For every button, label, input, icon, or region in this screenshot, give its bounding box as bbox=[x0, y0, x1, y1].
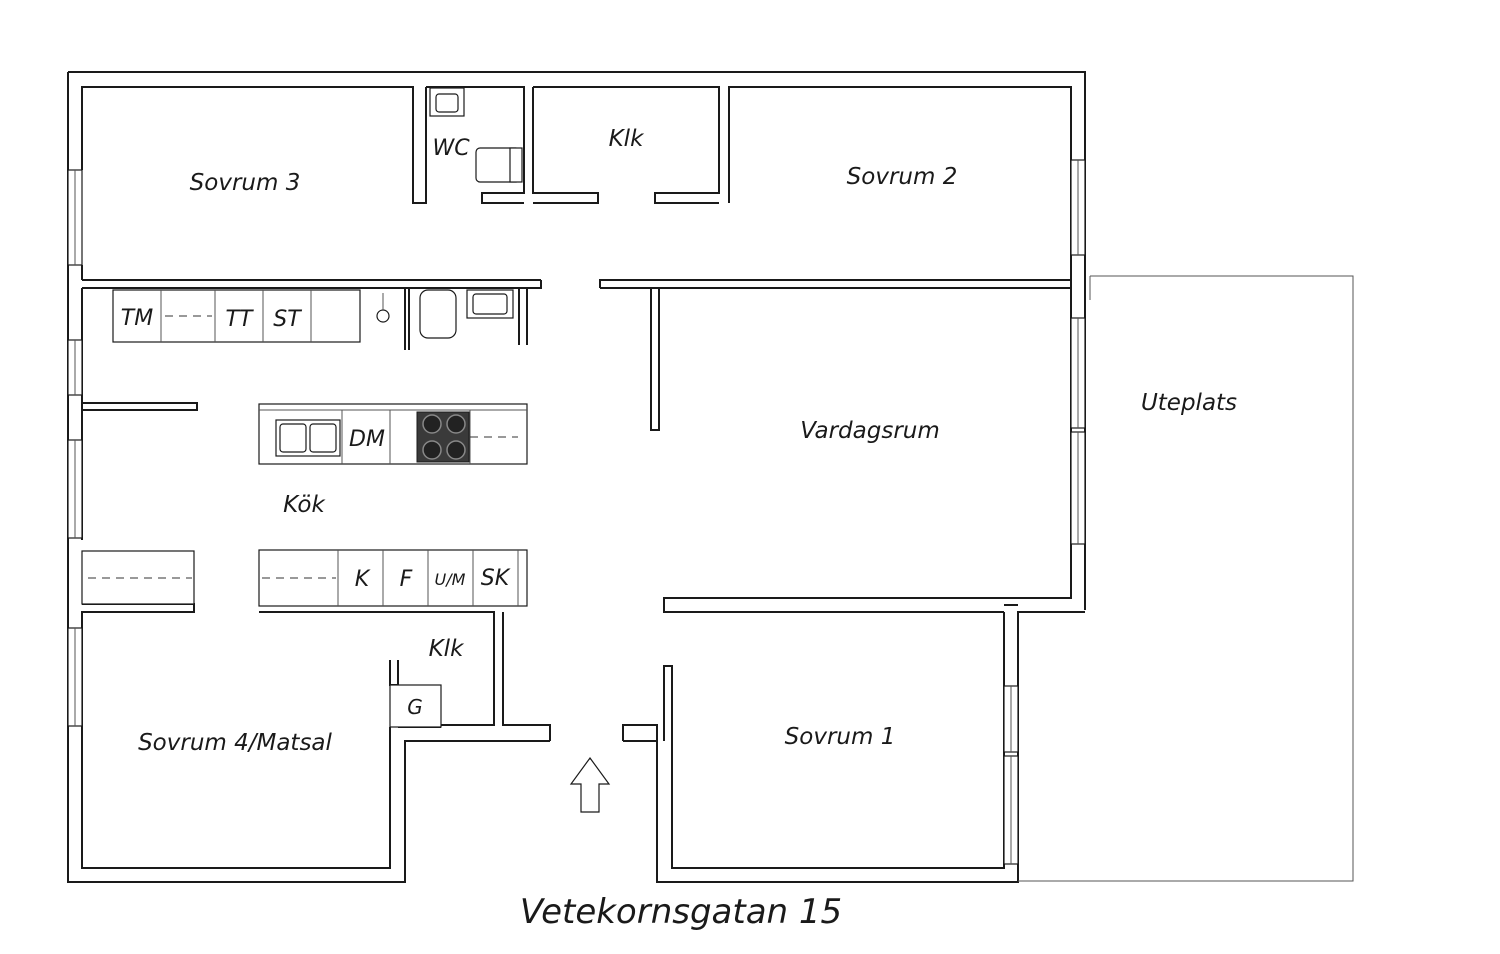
label-wc: WC bbox=[432, 136, 470, 161]
label-sovrum3: Sovrum 3 bbox=[190, 170, 301, 196]
entrance-arrow-icon bbox=[569, 756, 611, 813]
label-g: G bbox=[407, 695, 423, 719]
label-sovrum1: Sovrum 1 bbox=[785, 724, 896, 750]
label-sovrum4: Sovrum 4/Matsal bbox=[138, 730, 332, 756]
label-tt: TT bbox=[226, 307, 254, 332]
label-sovrum2: Sovrum 2 bbox=[847, 164, 958, 190]
wc-fixtures bbox=[429, 87, 523, 183]
top-room-walls bbox=[81, 86, 1072, 289]
bathroom-fixtures bbox=[376, 288, 528, 350]
label-uteplats: Uteplats bbox=[1141, 390, 1237, 416]
label-k: K bbox=[355, 567, 371, 592]
label-sk: SK bbox=[481, 566, 511, 591]
label-kok: Kök bbox=[283, 492, 326, 518]
label-dm: DM bbox=[349, 427, 385, 452]
outer-walls bbox=[67, 71, 1086, 883]
label-vardagsrum: Vardagsrum bbox=[800, 418, 940, 444]
label-um: U/M bbox=[435, 570, 466, 589]
label-f: F bbox=[400, 567, 413, 592]
label-st: ST bbox=[273, 307, 302, 332]
uteplats-outline bbox=[1018, 275, 1354, 882]
label-klk-bottom: Klk bbox=[429, 636, 465, 662]
address-caption: Vetekornsgatan 15 bbox=[520, 892, 842, 932]
vardagsrum-walls bbox=[600, 287, 1072, 613]
counters bbox=[81, 289, 528, 728]
windows bbox=[67, 159, 1086, 865]
label-klk-top: Klk bbox=[609, 126, 645, 152]
label-tm: TM bbox=[121, 306, 153, 331]
